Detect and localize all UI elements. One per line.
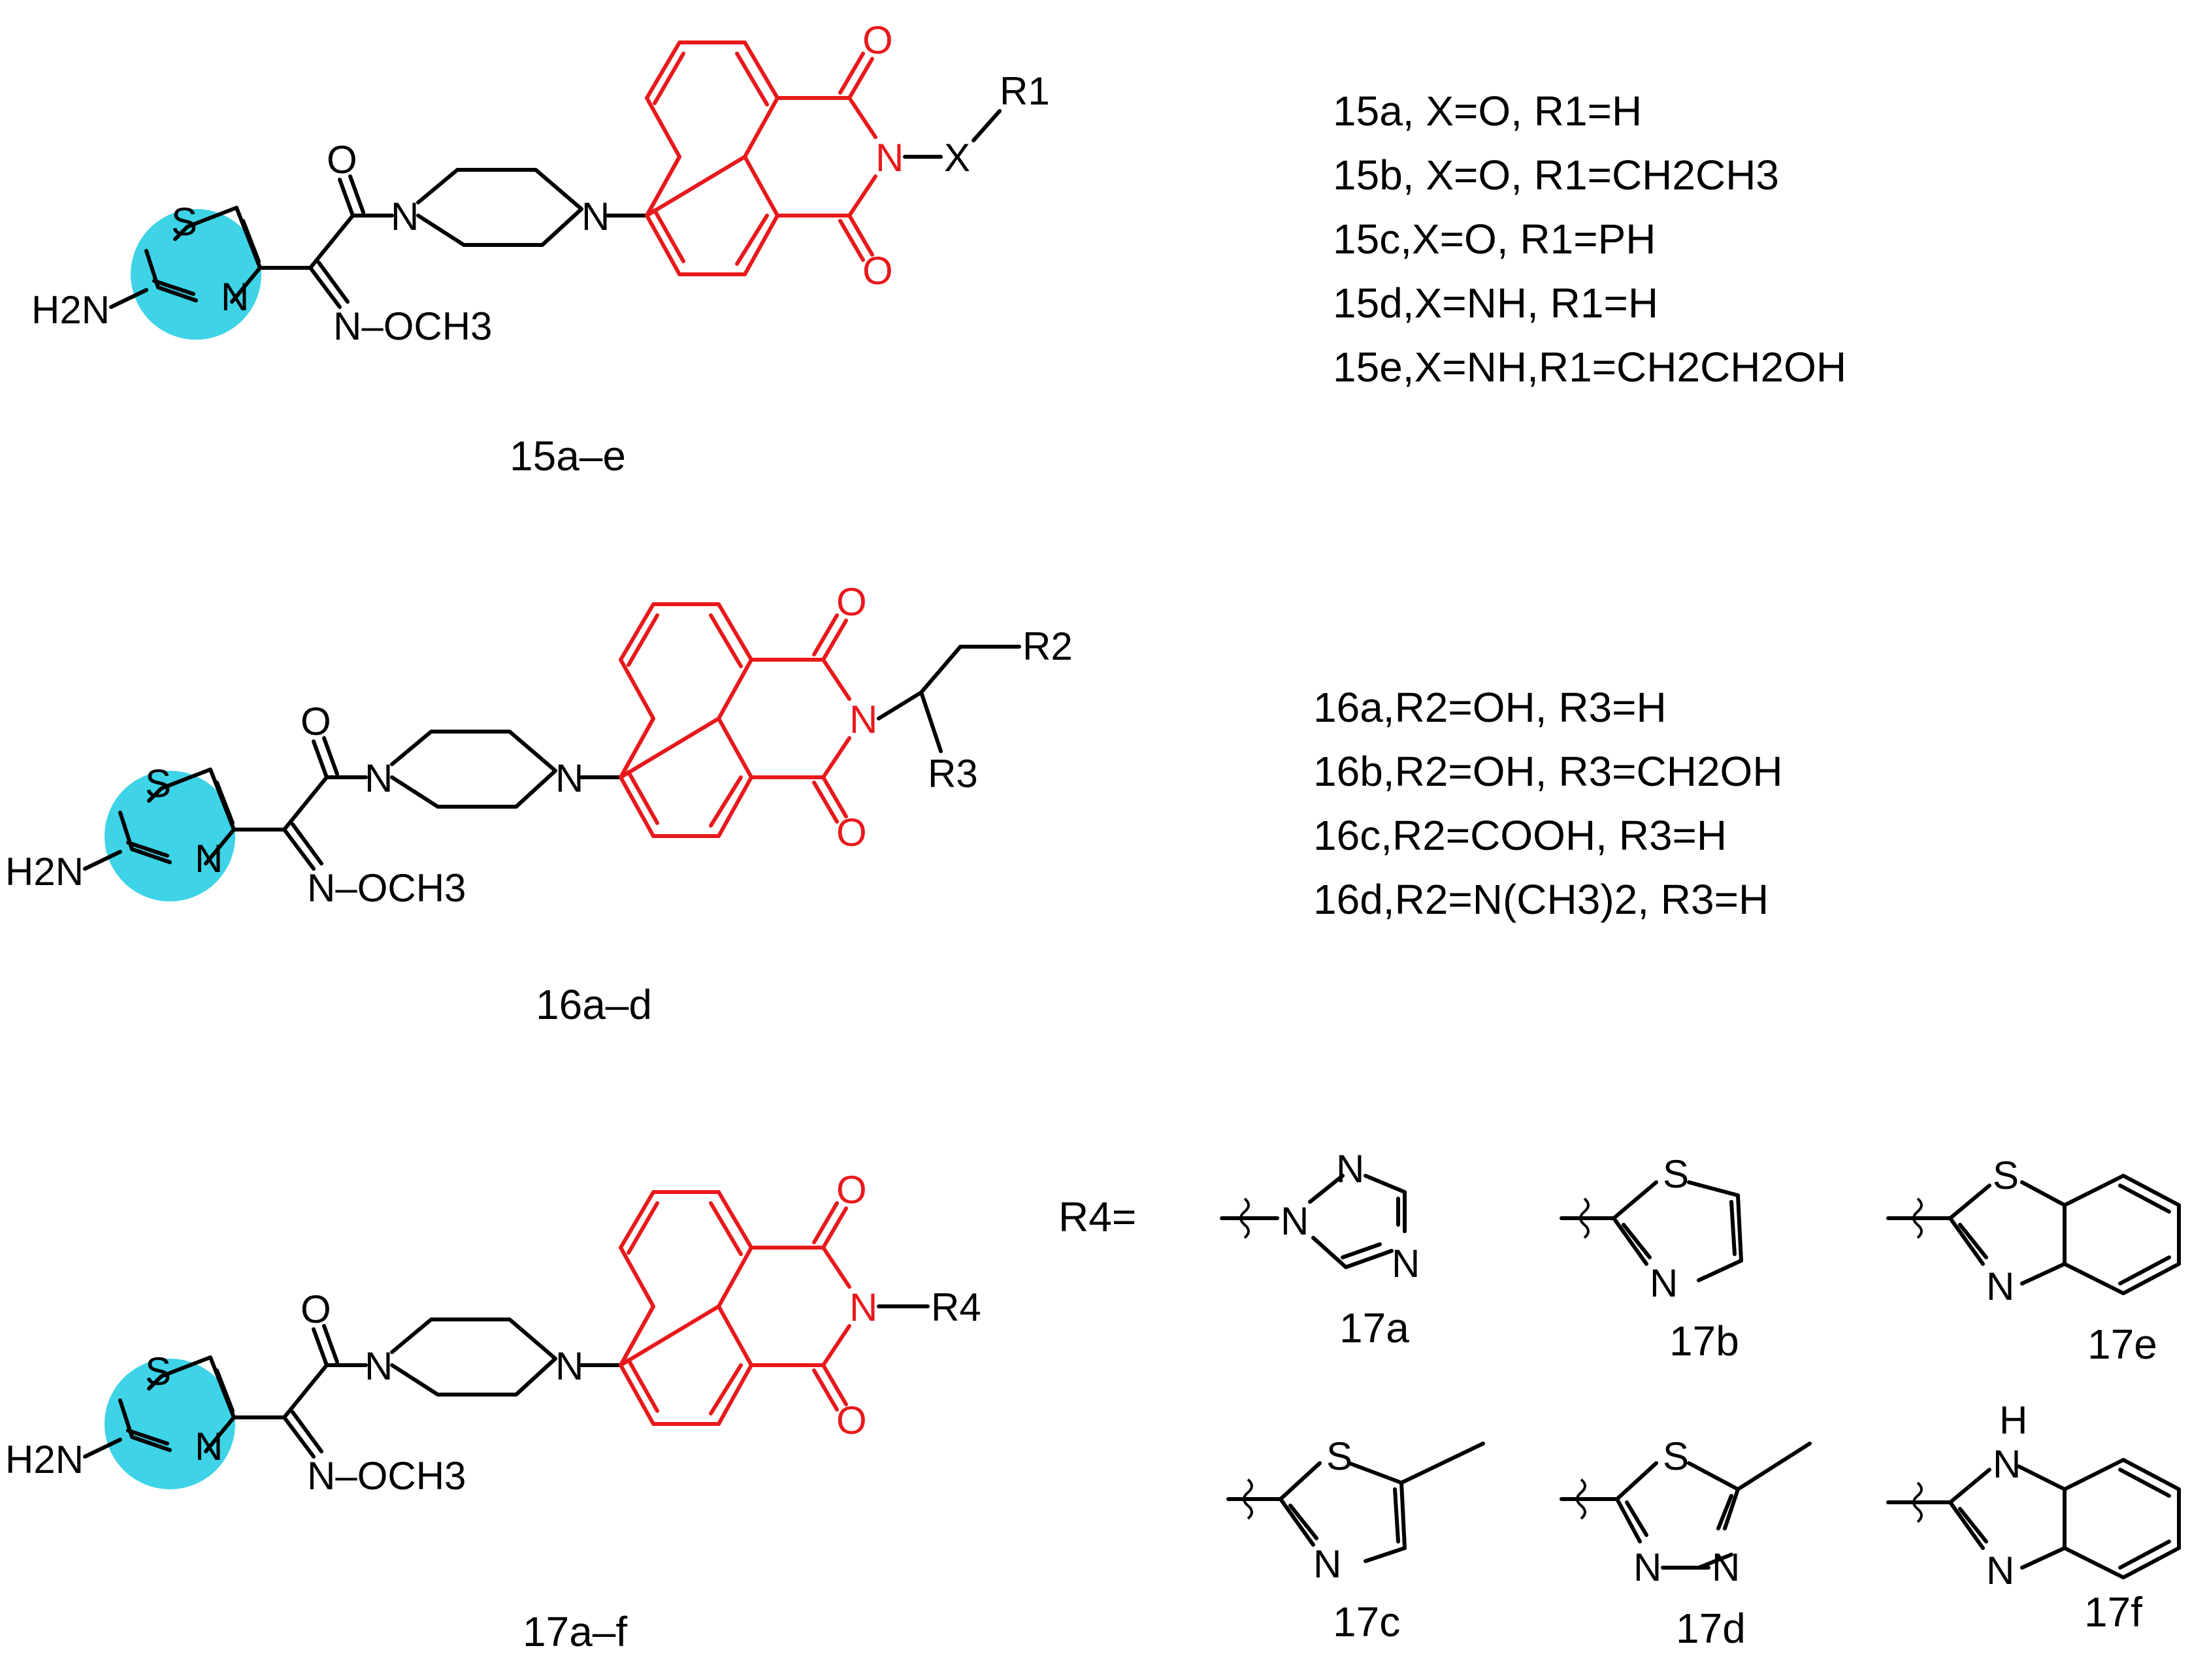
variant-16b: 16b,R2=OH, R3=CH2OH — [1313, 748, 1783, 795]
series-16-label: 16a–d — [536, 981, 652, 1028]
fragment-17b: S N 17b — [1560, 1152, 1743, 1365]
series-17-label: 17a–f — [523, 1608, 627, 1655]
fragment-17c: S N 17c — [1226, 1434, 1485, 1645]
atom-s: S — [1663, 1152, 1689, 1196]
atom-o: O — [862, 18, 893, 62]
atom-o: O — [327, 138, 357, 182]
substituent-r1: R1 — [1000, 69, 1050, 113]
atom-n: N — [195, 1425, 223, 1468]
atom-n: N — [221, 275, 249, 319]
atom-n: N — [1993, 1442, 2021, 1486]
variant-15a: 15a, X=O, R1=H — [1333, 88, 1642, 135]
atom-s: S — [1326, 1434, 1352, 1478]
atom-n-och3: N–OCH3 — [307, 866, 466, 910]
substituent-r3: R3 — [928, 752, 978, 796]
atom-n: N — [849, 698, 877, 741]
atom-s: S — [1663, 1434, 1689, 1478]
atom-o: O — [301, 700, 331, 743]
atom-h2n: H2N — [5, 850, 84, 894]
atom-n: N — [1336, 1147, 1364, 1191]
substituent-r2: R2 — [1022, 624, 1073, 668]
atom-s: S — [145, 762, 171, 805]
atom-n: N — [1313, 1542, 1341, 1586]
variant-15d: 15d,X=NH, R1=H — [1333, 280, 1658, 327]
fragment-17d: S N N 17d — [1560, 1434, 1812, 1652]
atom-n: N — [1986, 1265, 2014, 1308]
fragment-label-17e: 17e — [2087, 1321, 2157, 1368]
atom-x: X — [944, 136, 970, 180]
atom-h2n: H2N — [31, 288, 110, 332]
fragment-label-17d: 17d — [1676, 1605, 1746, 1652]
atom-o: O — [836, 811, 867, 854]
fragment-17f: H N N 17f — [1886, 1398, 2181, 1636]
series-16-variants: 16a,R2=OH, R3=H 16b,R2=OH, R3=CH2OH 16c,… — [1313, 684, 1783, 923]
r4-equals: R4= — [1058, 1193, 1136, 1240]
atom-n: N — [391, 195, 419, 238]
atom-o: O — [836, 580, 867, 624]
atom-n: N — [1633, 1545, 1661, 1589]
atom-n: N — [1986, 1549, 2014, 1592]
substituent-r4: R4 — [931, 1285, 981, 1329]
fragment-label-17b: 17b — [1669, 1317, 1739, 1365]
atom-n-och3: N–OCH3 — [307, 1454, 466, 1498]
atom-n: N — [365, 756, 393, 800]
variant-16c: 16c,R2=COOH, R3=H — [1313, 812, 1727, 859]
atom-h: H — [1999, 1398, 2027, 1442]
variant-16d: 16d,R2=N(CH3)2, R3=H — [1313, 876, 1769, 923]
atom-n: N — [581, 195, 610, 238]
atom-o: O — [836, 1398, 867, 1442]
atom-h2n: H2N — [5, 1438, 84, 1481]
structure-16: S N H2N N–OCH3 O N N O O N R2 R3 16a–d — [5, 580, 1073, 1028]
atom-n: N — [1392, 1242, 1420, 1285]
atom-n: N — [1712, 1545, 1740, 1589]
atom-s: S — [171, 200, 197, 244]
fragment-17e: S N 17e — [1886, 1154, 2181, 1368]
atom-s: S — [145, 1349, 171, 1393]
fragment-label-17a: 17a — [1339, 1304, 1409, 1351]
atom-n: N — [1281, 1199, 1309, 1243]
atom-o: O — [836, 1168, 867, 1212]
atom-n: N — [365, 1344, 393, 1388]
series-15-label: 15a–e — [510, 432, 626, 479]
fragment-label-17c: 17c — [1333, 1598, 1400, 1645]
atom-o: O — [862, 249, 893, 293]
fragment-17a: N N N 17a — [1220, 1147, 1420, 1351]
atom-n-och3: N–OCH3 — [333, 304, 492, 348]
atom-s: S — [1993, 1154, 2019, 1197]
atom-o: O — [301, 1287, 331, 1331]
atom-n: N — [555, 756, 583, 800]
atom-n: N — [555, 1344, 583, 1388]
atom-n: N — [849, 1285, 877, 1329]
variant-15b: 15b, X=O, R1=CH2CH3 — [1333, 152, 1779, 199]
atom-n: N — [195, 837, 223, 880]
fragment-label-17f: 17f — [2084, 1589, 2142, 1636]
structure-17: S N H2N N–OCH3 O N N O O N R4 — [5, 1168, 981, 1498]
variant-16a: 16a,R2=OH, R3=H — [1313, 684, 1667, 731]
series-15-variants: 15a, X=O, R1=H 15b, X=O, R1=CH2CH3 15c,X… — [1333, 88, 1846, 391]
variant-15c: 15c,X=O, R1=PH — [1333, 216, 1656, 263]
variant-15e: 15e,X=NH,R1=CH2CH2OH — [1333, 344, 1846, 391]
atom-n: N — [1650, 1261, 1678, 1305]
structure-15: S N H2N N–OCH3 O N N O O N X R1 15a–e — [31, 18, 1050, 479]
atom-n: N — [875, 136, 904, 180]
